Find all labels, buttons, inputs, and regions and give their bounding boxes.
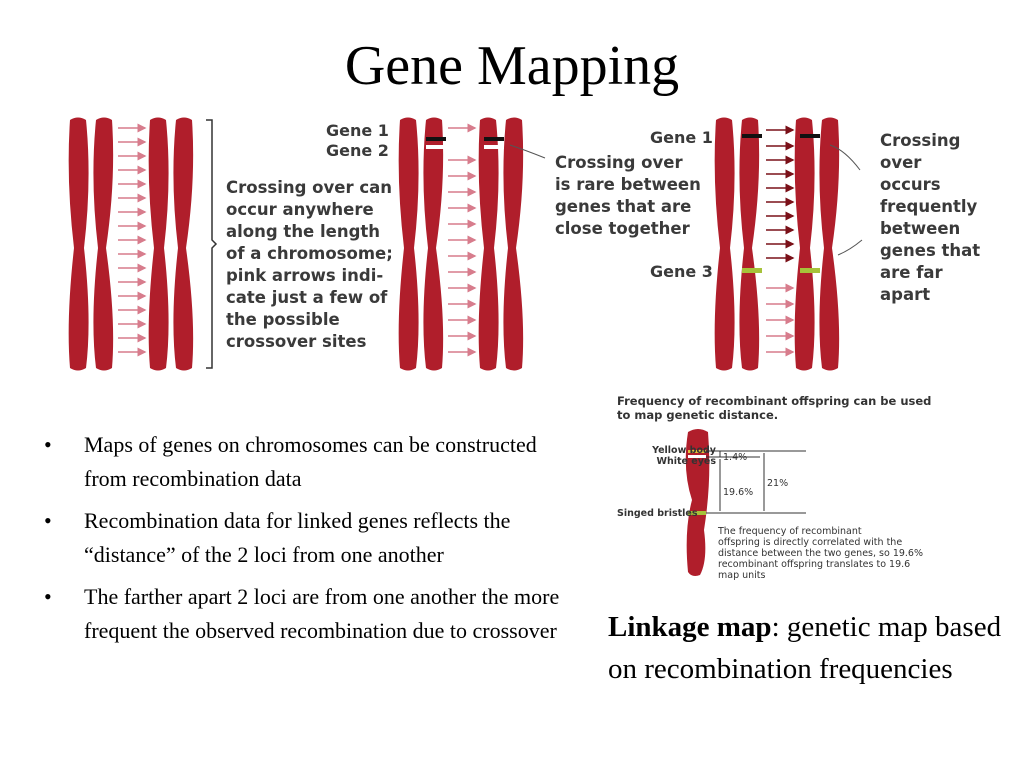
- gene1-label-b: Gene 1: [650, 128, 713, 147]
- singed-bristles-label: Singed bristles: [617, 508, 698, 519]
- gene1-label-a: Gene 1: [326, 121, 389, 140]
- bullet-item: • The farther apart 2 loci are from one a…: [44, 580, 564, 648]
- recombinant-frequency-note: The frequency of recombinant offspring i…: [718, 526, 924, 581]
- distance-21: 21%: [767, 478, 789, 489]
- bullet-item: • Recombination data for linked genes ref…: [44, 504, 564, 572]
- bullet-list: • Maps of genes on chromosomes can be con…: [44, 428, 564, 656]
- linkage-map-figure: [685, 429, 806, 576]
- chromosome-pair-middle: [398, 117, 546, 371]
- gene3-label: Gene 3: [650, 262, 713, 281]
- bullet-text: Maps of genes on chromosomes can be cons…: [84, 432, 537, 491]
- crossover-frequent-caption: Crossing over occurs frequently between …: [880, 131, 981, 304]
- linkage-map-definition: Linkage map: genetic map based on recomb…: [608, 606, 1008, 690]
- yellow-body-label: Yellow body: [652, 445, 716, 456]
- bullet-dot: •: [44, 584, 52, 609]
- crossover-rare-caption: Crossing over is rare between genes that…: [555, 153, 701, 238]
- gene2-label: Gene 2: [326, 141, 389, 160]
- bullet-item: • Maps of genes on chromosomes can be con…: [44, 428, 564, 496]
- slide-title: Gene Mapping: [344, 35, 680, 97]
- bullet-dot: •: [44, 432, 52, 457]
- bullet-text: The farther apart 2 loci are from one an…: [84, 584, 560, 643]
- chromosome-pair-left: [68, 117, 218, 371]
- bullet-dot: •: [44, 508, 52, 533]
- bullet-text: Recombination data for linked genes refl…: [84, 508, 511, 567]
- chromosome-pair-right: [714, 117, 863, 371]
- crossover-anywhere-caption: Crossing over can occur anywhere along t…: [226, 178, 393, 351]
- linkage-map-term: Linkage map: [608, 611, 772, 643]
- distance-1-4: 1.4%: [723, 452, 748, 463]
- white-eyes-label: White eyes: [656, 456, 716, 467]
- linkage-figure-caption: Frequency of recombinant offspring can b…: [617, 394, 932, 422]
- linkage-map-text: : genetic map based on recombination fre…: [608, 611, 1002, 685]
- distance-19-6: 19.6%: [723, 487, 754, 498]
